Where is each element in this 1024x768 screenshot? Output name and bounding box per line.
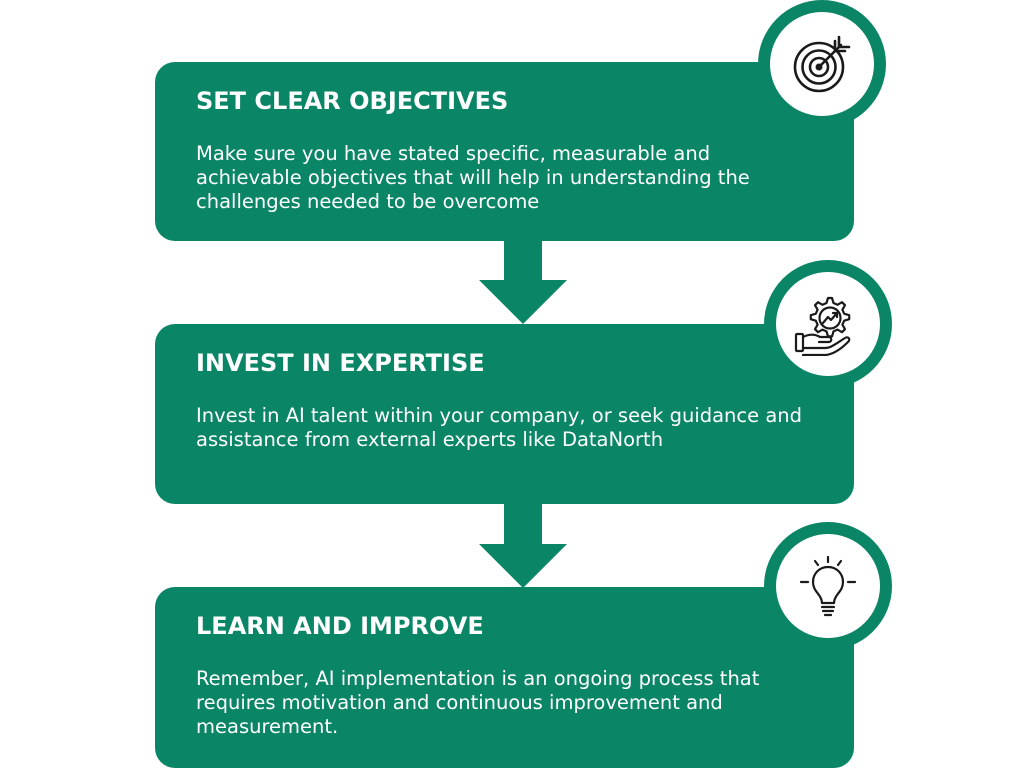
target-icon <box>793 35 851 93</box>
target-icon-badge <box>758 0 886 128</box>
step-title: SET CLEAR OBJECTIVES <box>196 87 509 115</box>
gear-hand-growth-icon <box>794 296 851 356</box>
step-title: LEARN AND IMPROVE <box>196 612 484 640</box>
lightbulb-icon <box>799 555 857 617</box>
step-card-objectives: SET CLEAR OBJECTIVES Make sure you have … <box>155 62 854 241</box>
down-arrow <box>479 240 567 324</box>
step-card-expertise: INVEST IN EXPERTISE Invest in AI talent … <box>155 324 854 504</box>
step-description: Make sure you have stated specific, meas… <box>196 142 750 213</box>
step-description: Remember, AI implementation is an ongoin… <box>196 667 760 738</box>
step-card-improve: LEARN AND IMPROVE Remember, AI implement… <box>155 587 854 768</box>
step-description: Invest in AI talent within your company,… <box>196 404 803 451</box>
step-title: INVEST IN EXPERTISE <box>196 349 485 377</box>
down-arrow <box>479 503 567 588</box>
lightbulb-icon-badge <box>764 522 892 650</box>
gear-hand-growth-icon-badge <box>764 260 892 388</box>
